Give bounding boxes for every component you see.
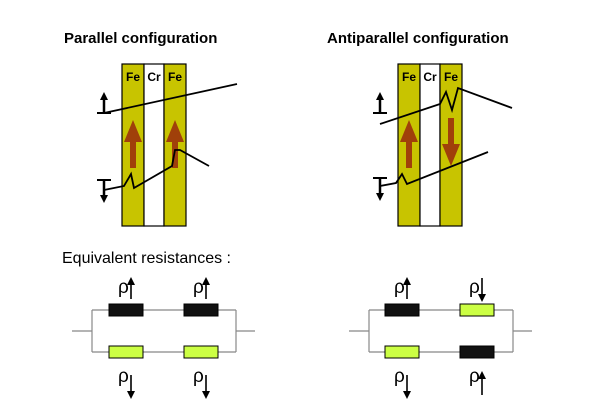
resistor-up-top-right: [183, 303, 219, 317]
fe-label-left: Fe: [126, 70, 140, 84]
antiparallel-title: Antiparallel configuration: [327, 30, 509, 47]
antiparallel-stack: Fe Cr Fe: [373, 63, 513, 227]
cr-label: Cr: [423, 70, 437, 84]
resistor-up-top-left: [108, 303, 144, 317]
rho-up-label-left: ρ: [118, 277, 135, 299]
rho-up-label-bottom-right: ρ: [469, 366, 486, 395]
svg-text:ρ: ρ: [193, 366, 204, 387]
svg-text:ρ: ρ: [118, 277, 129, 298]
resistor-down-top-right: [459, 303, 495, 317]
spin-down-electron: [373, 151, 489, 201]
svg-text:ρ: ρ: [469, 366, 480, 387]
svg-text:ρ: ρ: [193, 277, 204, 298]
magnetization-up-arrow-left: [400, 120, 418, 168]
svg-text:ρ: ρ: [118, 366, 129, 387]
resistor-down-bottom-right: [183, 345, 219, 359]
antiparallel-circuit: ρ ρ ρ ρ: [349, 277, 532, 399]
parallel-circuit: ρ ρ ρ ρ: [72, 277, 255, 399]
rho-up-label-right: ρ: [193, 277, 210, 299]
fe-label-left: Fe: [402, 70, 416, 84]
spin-down-electron: [97, 149, 210, 203]
rho-down-label-bottom-left: ρ: [394, 366, 411, 399]
rho-up-label-top-left: ρ: [394, 277, 411, 299]
cr-layer: [143, 63, 165, 227]
resistor-down-bottom-left: [108, 345, 144, 359]
resistor-up-top-left: [384, 303, 420, 317]
parallel-stack: Fe Cr Fe: [97, 63, 238, 227]
svg-text:ρ: ρ: [394, 277, 405, 298]
rho-down-label-right: ρ: [193, 366, 210, 399]
resistor-down-bottom-left: [384, 345, 420, 359]
spin-up-electron: [373, 86, 513, 125]
svg-text:ρ: ρ: [394, 366, 405, 387]
fe-label-right: Fe: [168, 70, 182, 84]
magnetization-down-arrow-right: [442, 118, 460, 166]
resistor-up-bottom-right: [459, 345, 495, 359]
svg-text:ρ: ρ: [469, 277, 480, 298]
cr-layer: [419, 63, 441, 227]
rho-down-label-left: ρ: [118, 366, 135, 399]
fe-label-right: Fe: [444, 70, 458, 84]
parallel-title: Parallel configuration: [64, 30, 218, 47]
magnetization-up-arrow-left: [124, 120, 142, 168]
equivalent-resistances-label: Equivalent resistances :: [62, 250, 231, 267]
spin-up-electron: [97, 83, 238, 114]
cr-label: Cr: [147, 70, 161, 84]
rho-down-label-top-right: ρ: [469, 277, 486, 302]
